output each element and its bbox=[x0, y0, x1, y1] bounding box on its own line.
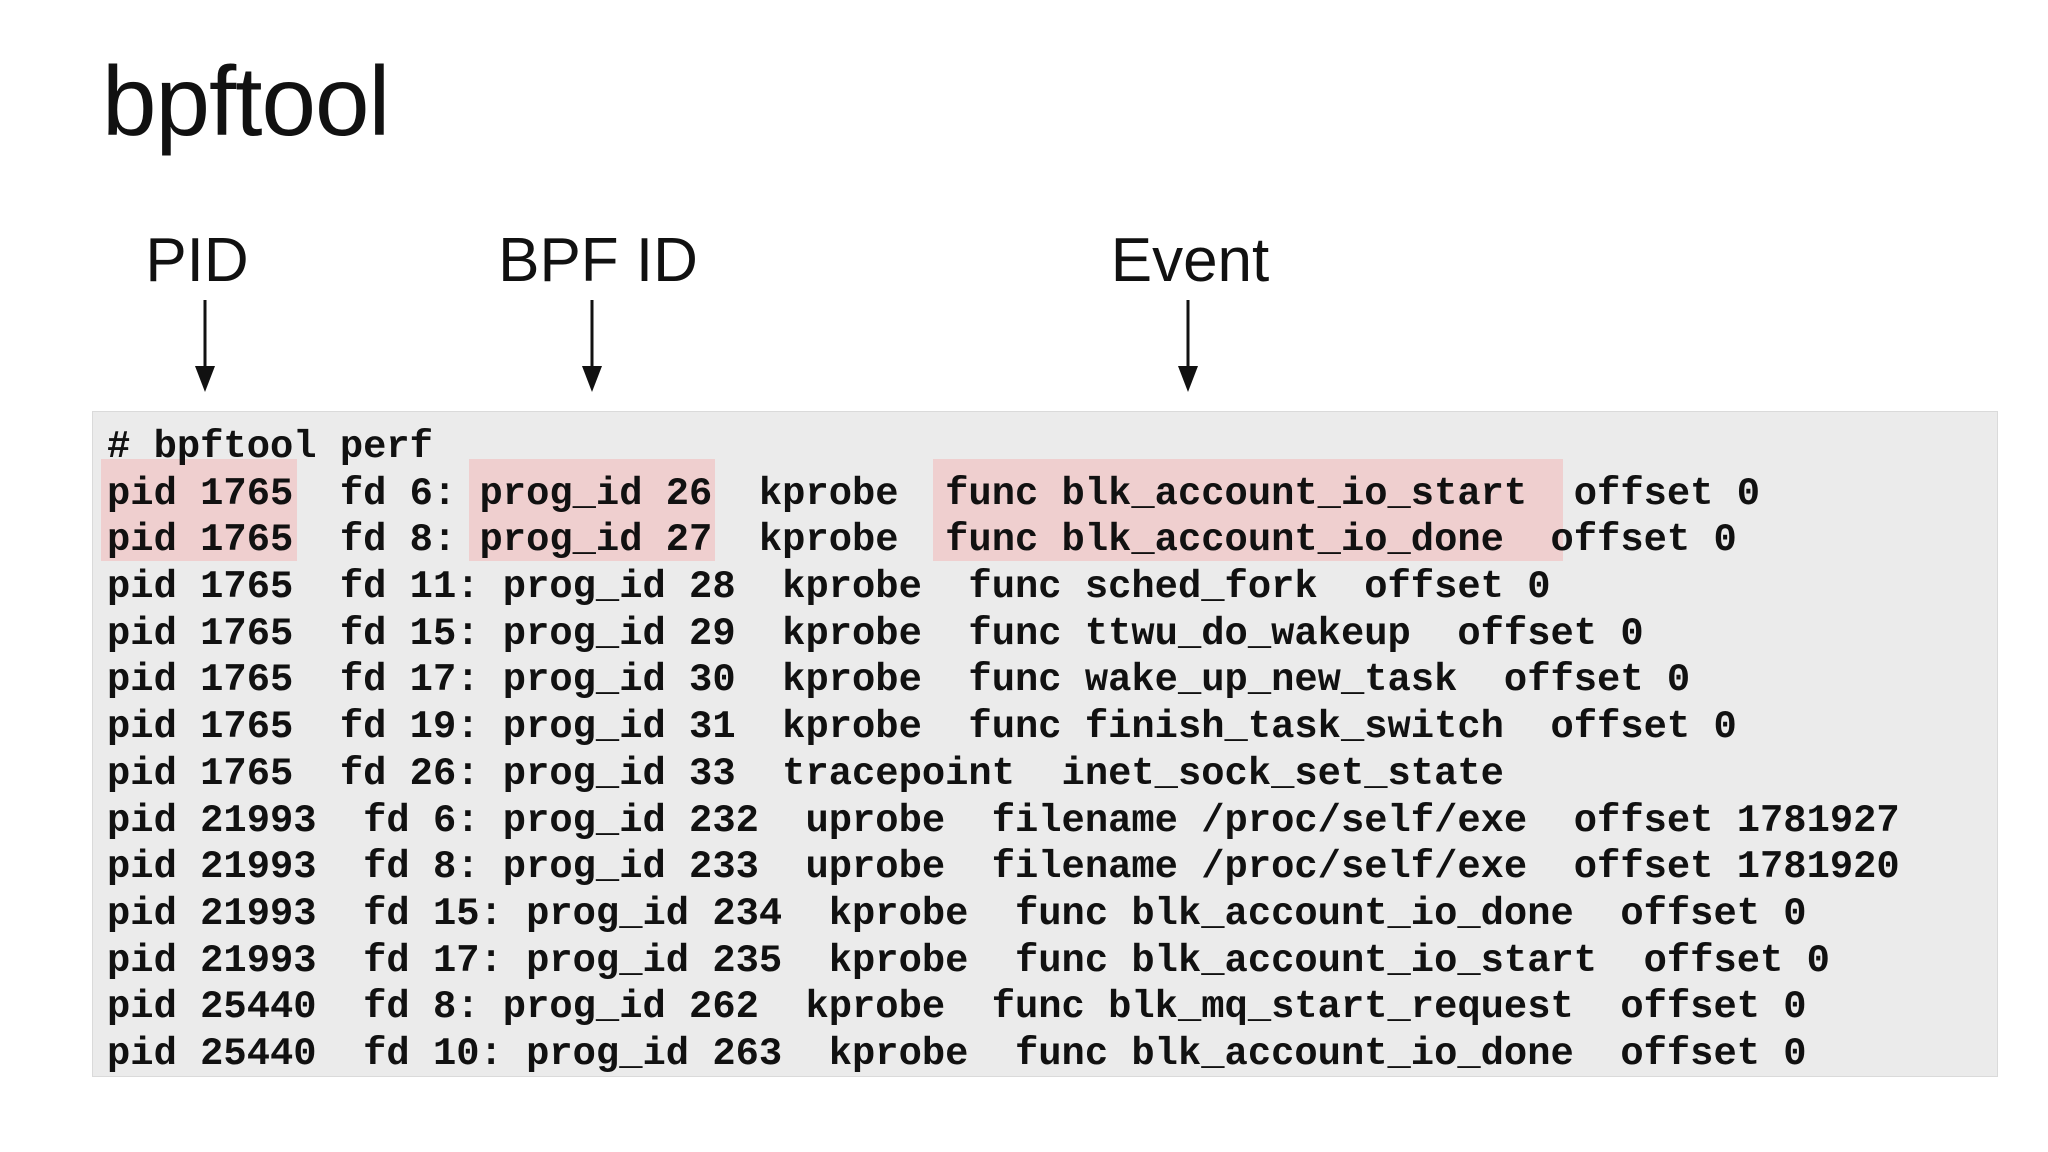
terminal-line: pid 1765 fd 19: prog_id 31 kprobe func f… bbox=[107, 705, 1737, 750]
highlight-pid bbox=[101, 459, 297, 561]
down-arrow-icon bbox=[582, 300, 602, 392]
terminal-line: pid 1765 fd 15: prog_id 29 kprobe func t… bbox=[107, 611, 1644, 656]
terminal-line: pid 1765 fd 17: prog_id 30 kprobe func w… bbox=[107, 658, 1691, 703]
slide-title: bpftool bbox=[102, 46, 390, 156]
terminal-line: pid 1765 fd 11: prog_id 28 kprobe func s… bbox=[107, 565, 1551, 610]
highlight-event bbox=[933, 459, 1563, 561]
terminal-line: pid 21993 fd 8: prog_id 233 uprobe filen… bbox=[107, 845, 1900, 890]
label-event: Event bbox=[1110, 226, 1270, 295]
terminal-line: # bpftool perf bbox=[107, 425, 433, 469]
terminal-line: pid 21993 fd 15: prog_id 234 kprobe func… bbox=[107, 891, 1807, 936]
terminal-line: pid 21993 fd 6: prog_id 232 uprobe filen… bbox=[107, 798, 1900, 843]
down-arrow-icon bbox=[1178, 300, 1198, 392]
highlight-prog-id bbox=[469, 459, 715, 561]
down-arrow-icon bbox=[195, 300, 215, 392]
label-pid: PID bbox=[145, 226, 249, 295]
terminal-line: pid 1765 fd 26: prog_id 33 tracepoint in… bbox=[107, 751, 1504, 796]
terminal-line: pid 25440 fd 8: prog_id 262 kprobe func … bbox=[107, 985, 1807, 1030]
label-bpf-id: BPF ID bbox=[498, 226, 698, 295]
terminal-line: pid 25440 fd 10: prog_id 263 kprobe func… bbox=[107, 1031, 1807, 1076]
terminal-line: pid 21993 fd 17: prog_id 235 kprobe func… bbox=[107, 938, 1830, 983]
terminal-line: pid 1765 fd 6: prog_id 26 kprobe func bl… bbox=[107, 471, 1761, 516]
terminal-line: pid 1765 fd 8: prog_id 27 kprobe func bl… bbox=[107, 518, 1737, 563]
